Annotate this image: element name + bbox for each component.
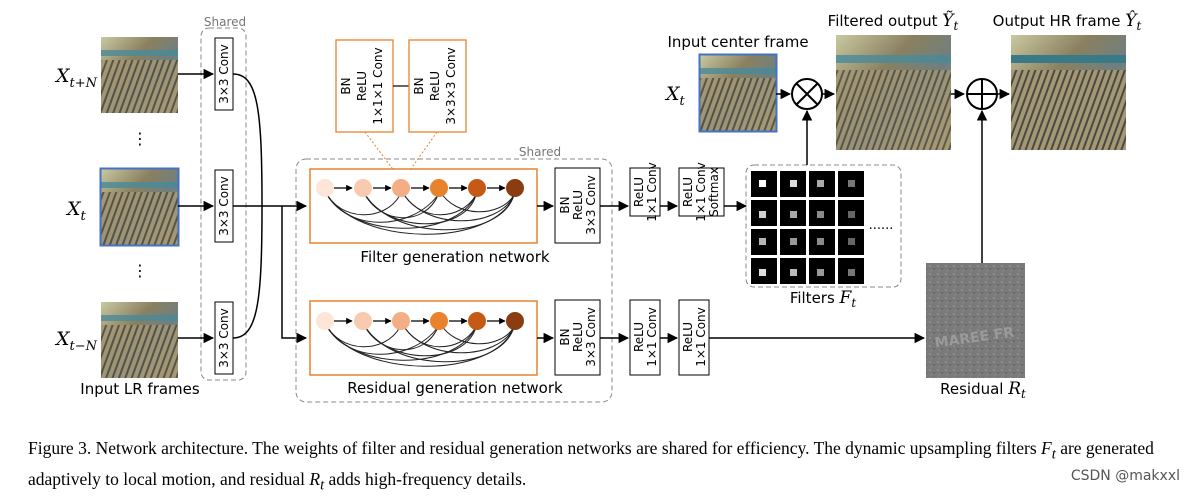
residual-label: Residual Rt <box>940 379 1026 401</box>
dense-node <box>316 312 334 330</box>
filter-kernel-weight <box>790 269 797 276</box>
dense-layer-bn-relu-3x3x3: BN ReLU 3×3×3 Conv <box>408 39 467 133</box>
residual-network-label: Residual generation network <box>347 379 563 397</box>
svg-text:3×3 Conv: 3×3 Conv <box>217 44 231 104</box>
svg-text:ReLU: ReLU <box>681 177 695 207</box>
filter-kernel-weight <box>759 269 766 276</box>
filter-kernel-weight <box>790 238 797 245</box>
svg-text:1×1 Conv: 1×1 Conv <box>645 162 659 222</box>
shared-label-center: Shared <box>519 145 561 159</box>
dense-node <box>354 312 372 330</box>
residual-image: MAREE FR <box>926 263 1025 378</box>
network-architecture-diagram: Xt+N Xt Xt−N ⋮ ⋮ Input LR frames Shared … <box>54 10 1142 403</box>
svg-text:3×3 Conv: 3×3 Conv <box>584 175 598 235</box>
input-label-top: Xt+N <box>54 65 98 91</box>
filter-kernel-weight <box>759 238 766 245</box>
svg-text:1×1×1 Conv: 1×1×1 Conv <box>371 47 385 124</box>
dense-node <box>468 179 486 197</box>
svg-text:1×1 Conv: 1×1 Conv <box>694 307 708 367</box>
svg-text:BN: BN <box>558 196 572 213</box>
filtered-output-label: Filtered output Ỹt <box>828 10 959 33</box>
input-frame-bottom <box>101 302 178 378</box>
svg-text:ReLU: ReLU <box>571 322 585 352</box>
watermark: CSDN @makxxl <box>1070 468 1180 484</box>
dense-node <box>354 179 372 197</box>
center-frame-label: Input center frame <box>667 33 808 51</box>
filters-label: Filters Ft <box>790 288 857 310</box>
filter-kernel-weight <box>790 211 797 218</box>
center-frame-symbol: Xt <box>664 83 686 109</box>
filtered-output-image <box>836 35 951 150</box>
svg-text:3×3×3 Conv: 3×3×3 Conv <box>444 47 458 124</box>
figure-caption: Figure 3. Network architecture. The weig… <box>28 438 1154 493</box>
filters-ellipsis: ...... <box>869 218 894 233</box>
filter-kernel-weight <box>817 269 824 276</box>
filter-kernel-weight <box>817 180 824 187</box>
svg-text:ReLU: ReLU <box>355 71 369 101</box>
filters-grid <box>751 171 864 284</box>
dense-node <box>430 312 448 330</box>
filter-dense-block <box>309 168 538 244</box>
filter-kernel-weight <box>848 180 855 187</box>
conv3x3-top: 3×3 Conv <box>214 37 234 111</box>
dense-node <box>506 179 524 197</box>
filter-kernel-weight <box>817 238 824 245</box>
dense-node <box>506 312 524 330</box>
input-frame-top <box>101 37 178 113</box>
ellipsis-upper: ⋮ <box>132 129 148 148</box>
svg-text:ReLU: ReLU <box>428 71 442 101</box>
output-hr-image <box>1011 35 1126 150</box>
svg-text:ReLU: ReLU <box>681 322 695 352</box>
center-frame-image <box>698 53 778 133</box>
input-frame-center <box>99 167 180 247</box>
input-label-bottom: Xt−N <box>54 328 98 354</box>
output-hr-label: Output HR frame Ŷt <box>993 10 1142 33</box>
svg-text:1×1 Conv: 1×1 Conv <box>694 162 708 222</box>
svg-text:BN: BN <box>558 328 572 345</box>
svg-text:ReLU: ReLU <box>632 322 646 352</box>
filter-bn-relu-conv3x3: BN ReLU 3×3 Conv <box>554 167 601 244</box>
conv3x3-center: 3×3 Conv <box>214 169 234 243</box>
svg-text:BN: BN <box>339 77 353 94</box>
shared-label-left: Shared <box>204 15 246 29</box>
filter-kernel-weight <box>759 211 766 218</box>
svg-text:BN: BN <box>412 77 426 94</box>
residual-relu-conv1x1-a: ReLU 1×1 Conv <box>629 299 661 376</box>
dense-layer-bn-relu-1x1x1: BN ReLU 1×1×1 Conv <box>335 39 394 133</box>
filter-kernel-weight <box>817 211 824 218</box>
filters-dashed-group <box>745 164 902 288</box>
filter-network-label: Filter generation network <box>360 248 549 266</box>
svg-text:ReLU: ReLU <box>571 190 585 220</box>
svg-text:3×3 Conv: 3×3 Conv <box>584 307 598 367</box>
svg-text:ReLU: ReLU <box>632 177 646 207</box>
dense-node <box>430 179 448 197</box>
filter-relu-conv1x1-softmax: ReLU 1×1 Conv Softmax <box>678 162 725 222</box>
residual-relu-conv1x1-b: ReLU 1×1 Conv <box>678 299 710 376</box>
add-operator-icon <box>966 78 998 110</box>
filter-relu-conv1x1: ReLU 1×1 Conv <box>629 162 661 222</box>
filter-kernel-weight <box>848 269 855 276</box>
svg-text:3×3 Conv: 3×3 Conv <box>217 176 231 236</box>
dense-node <box>392 179 410 197</box>
multiply-operator-icon <box>791 78 823 110</box>
svg-text:1×1 Conv: 1×1 Conv <box>645 307 659 367</box>
dense-node <box>468 312 486 330</box>
residual-dense-block <box>309 300 538 376</box>
input-frames-caption: Input LR frames <box>80 380 200 398</box>
residual-bn-relu-conv3x3: BN ReLU 3×3 Conv <box>554 299 601 376</box>
dense-node <box>392 312 410 330</box>
filter-kernel-weight <box>848 238 855 245</box>
dense-node <box>316 179 334 197</box>
svg-text:3×3 Conv: 3×3 Conv <box>217 308 231 368</box>
shared-generation-networks <box>295 158 613 403</box>
shared-conv-group <box>200 27 247 381</box>
filter-kernel-weight <box>759 180 766 187</box>
svg-text:Softmax: Softmax <box>707 167 721 217</box>
filter-kernel-weight <box>848 211 855 218</box>
ellipsis-lower: ⋮ <box>132 261 148 280</box>
filter-kernel-weight <box>790 180 797 187</box>
input-label-center: Xt <box>65 198 87 224</box>
conv3x3-bottom: 3×3 Conv <box>214 301 234 375</box>
